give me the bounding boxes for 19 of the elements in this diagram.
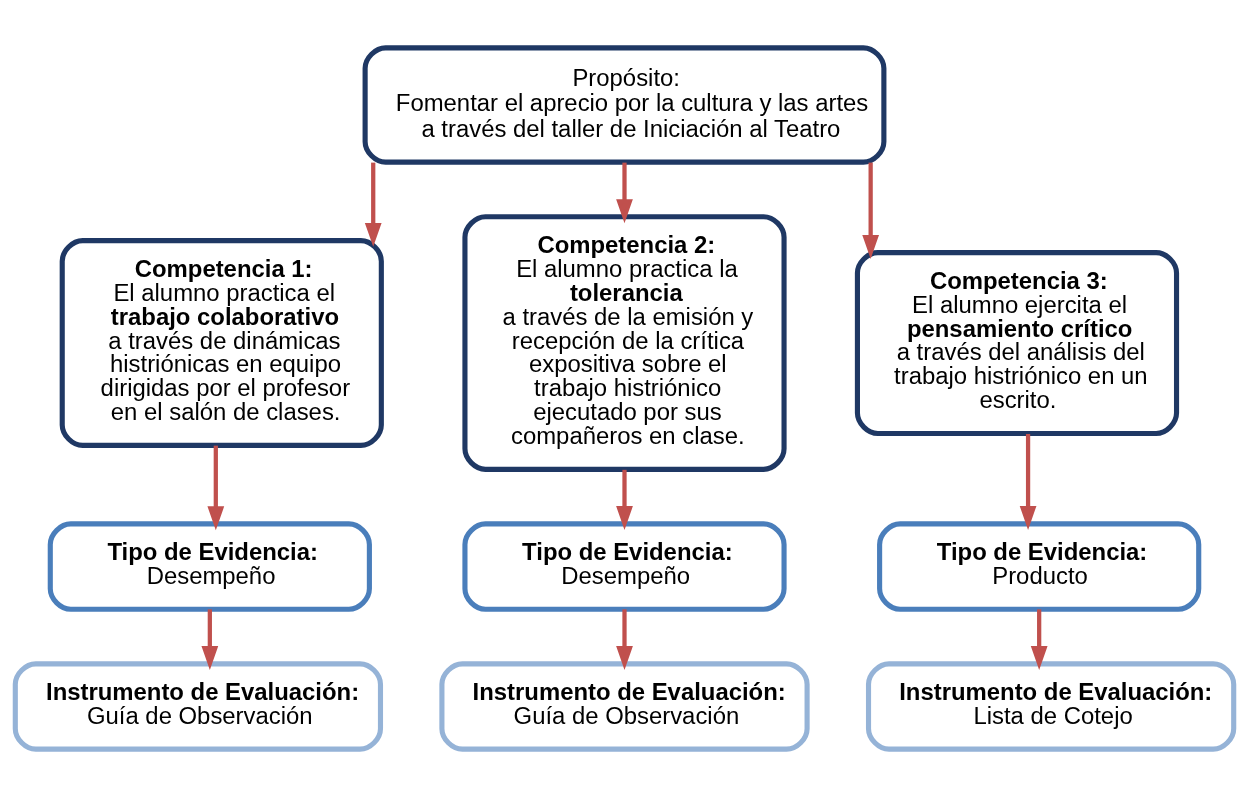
node-box: Instrumento de Evaluación: Lista de Cotejo [865,661,1237,752]
node-box: Propósito: Fomentar el aprecio por la cultura y las artes a través del taller de Iniciación al Teatro [362,45,887,165]
arrow [1019,433,1037,530]
arrow [616,162,633,224]
node-box: Competencia 1: El alumno practica el trabajo colaborativo a través de dinámicas histriónicas en equipo dirigidas por el profesor en el salón de clases. [59,238,384,448]
node-box: Instrumento de Evaluación: Guía de Observación [12,661,384,752]
arrow [364,162,382,247]
arrow [207,445,225,531]
arrow [1030,609,1048,670]
node-box: Instrumento de Evaluación: Guía de Observación [439,661,810,752]
arrow [616,469,633,531]
node-box: Competencia 2: El alumno practica la tolerancia a través de la emisión y recepción de la crítica expositiva sobre el trabajo histriónico ejecutado por sus compañeros en clase. [462,214,787,472]
node-box: Tipo de Evidencia: Producto [877,521,1202,612]
node-box: Tipo de Evidencia: Desempeño [462,521,787,612]
arrow [201,609,219,670]
arrow [862,162,880,259]
arrow [616,609,633,670]
node-box: Tipo de Evidencia: Desempeño [47,521,372,612]
node-box: Competencia 3: El alumno ejercita el pensamiento crítico a través del análisis del trabajo histriónico en un escrito. [854,250,1180,437]
